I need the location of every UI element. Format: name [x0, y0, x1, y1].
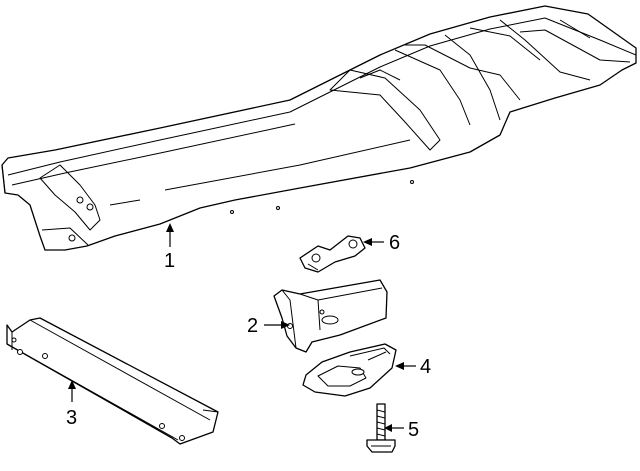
callout-leader-1: [166, 223, 174, 247]
bolt-part: [366, 403, 396, 453]
crossmember-part: [6, 317, 219, 445]
callout-number-5: 5: [408, 419, 419, 441]
bracket-part: [273, 279, 388, 353]
callout-number-6: 6: [389, 232, 400, 254]
callout-leader-2: [264, 321, 290, 329]
callout-number-2: 2: [247, 315, 258, 337]
callout-number-1: 1: [164, 250, 175, 272]
callout-number-3: 3: [66, 407, 77, 429]
callout-leader-5: [384, 424, 404, 432]
callout-number-4: 4: [420, 356, 431, 378]
nut-plate-part: [299, 235, 366, 273]
callout-leader-3: [68, 380, 76, 402]
callout-leader-6: [363, 238, 384, 246]
callout-leader-4: [395, 362, 416, 370]
frame-part: [1, 5, 637, 251]
tow-hook-part: [302, 343, 397, 397]
